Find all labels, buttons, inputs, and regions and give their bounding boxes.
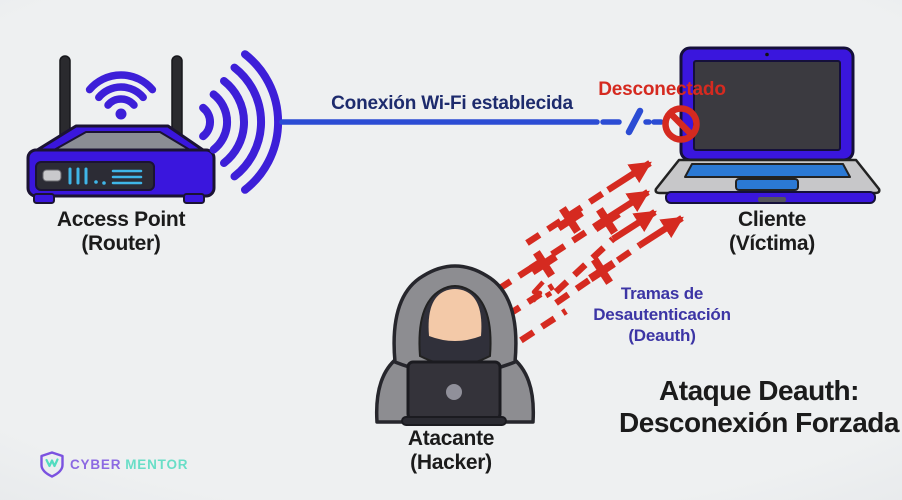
bolt-fragment-icon (531, 280, 545, 303)
router-illustration (26, 55, 216, 204)
no-entry-icon (662, 105, 700, 143)
access-point-label-line1: Access Point (56, 208, 186, 231)
hacker-laptop-base (401, 416, 507, 426)
shield-logo-icon (40, 451, 64, 478)
access-point-label: Access Point (Router) (56, 208, 186, 256)
connection-line (279, 107, 664, 136)
logo-word-cyber: CYBER (70, 457, 122, 472)
client-label-line1: Cliente (738, 208, 806, 231)
deauth-frames-label: Tramas de Desautenticación (Deauth) (593, 283, 731, 346)
client-label: Cliente (Víctima) (729, 208, 815, 256)
connection-label: Conexión Wi-Fi establecida (331, 93, 573, 114)
logo-word-mentor: MENTOR (125, 457, 189, 472)
diagram-title-line1: Ataque Deauth: (659, 375, 859, 406)
connection-break-slash (625, 107, 644, 136)
diagram-title-line2: Desconexión Forzada (619, 407, 899, 438)
hacker-laptop-logo (446, 384, 462, 400)
attacker-label: Atacante (Hacker) (407, 427, 495, 475)
router-vents (111, 169, 143, 185)
deauth-frames-line2: Desautenticación (593, 305, 731, 324)
client-label-line2: (Víctima) (729, 232, 815, 255)
laptop-illustration (654, 46, 881, 204)
attacker-label-line2: (Hacker) (410, 451, 492, 474)
hacker-face (428, 289, 482, 341)
diagram-title: Ataque Deauth: Desconexión Forzada (619, 375, 899, 439)
wifi-icon (85, 71, 157, 120)
laptop-trackpad (735, 178, 799, 191)
disconnected-label: Desconectado (598, 79, 726, 100)
attacker-label-line1: Atacante (407, 427, 495, 450)
router-foot-right (183, 193, 205, 204)
router-led-dots (94, 180, 106, 185)
deauth-frames-line1: Tramas de (620, 284, 704, 303)
deauth-frames-line3: (Deauth) (628, 326, 696, 345)
router-foot-left (33, 193, 55, 204)
laptop-camera-dot (765, 52, 769, 57)
router-led-lights (68, 167, 88, 185)
laptop-display (693, 60, 841, 151)
laptop-keyboard (684, 163, 851, 178)
x-mark-icon (530, 206, 621, 285)
laptop-notch (758, 197, 786, 202)
router-button (42, 169, 62, 182)
hacker-illustration (374, 264, 536, 426)
signal-waves-icon (199, 50, 283, 194)
access-point-label-line2: (Router) (81, 232, 161, 255)
